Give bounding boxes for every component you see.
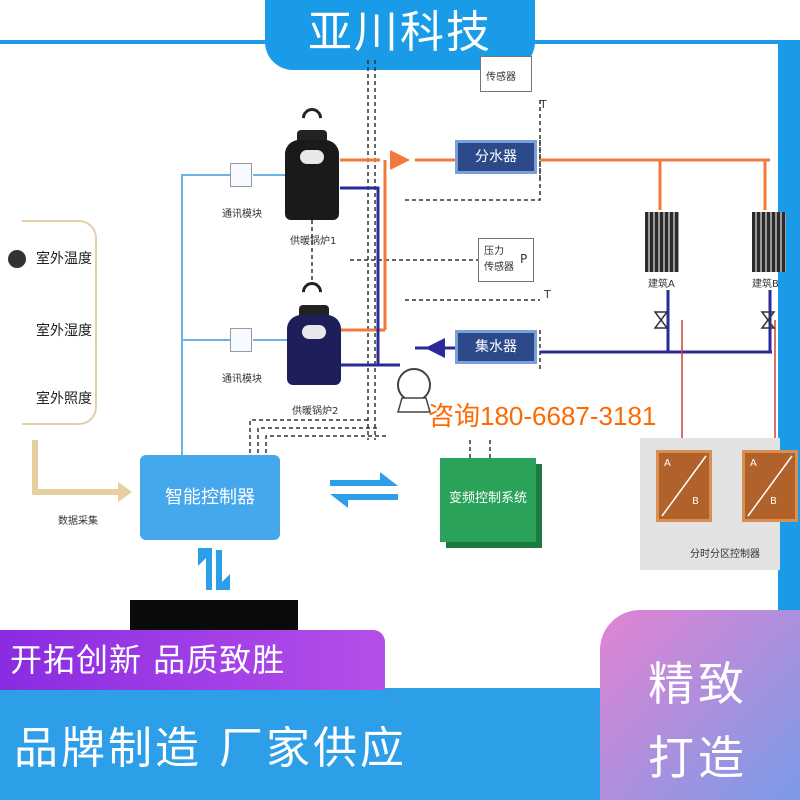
supply-manifold: 分水器 [455,140,537,174]
pump [397,368,431,402]
supply-pipes [340,158,770,332]
zone-controller-box [742,450,798,522]
return-arrow [425,338,445,358]
badge-line-2: 打造 [648,731,748,785]
sensor-icon [8,250,26,268]
slogan-banner-top: 开拓创新 品质致胜 [0,630,385,690]
t-symbol: T [544,288,551,301]
smart-controller: 智能控制器 [140,455,280,540]
top-frame-right [535,40,800,44]
pressure-sensor-top [480,56,532,92]
contact-phone: 咨询180-6687-3181 [428,401,657,431]
comm-module-label-2: 通讯模块 [222,374,262,385]
top-frame-left [0,40,265,44]
p-symbol: P [520,252,528,266]
outdoor-illuminance-label: 室外照度 [36,391,92,407]
zone-controller-label: 分时分区控制器 [690,549,760,560]
badge-line-1: 精致 [648,657,748,711]
data-collect-label: 数据采集 [58,516,98,527]
exchange-arrows [330,472,398,508]
building-b-label: 建筑B [752,279,779,290]
boiler-1-label: 供暖锅炉1 [290,236,337,247]
comm-module-icon [230,163,252,187]
control-dashes [249,60,541,460]
data-collect-path [32,440,120,495]
pressure-sensor-mid [478,238,534,282]
outdoor-humidity-label: 室外湿度 [36,323,92,339]
t-symbol: T [540,98,547,111]
supply-arrow [390,150,410,170]
comm-lines [181,174,288,455]
quality-badge [600,610,800,800]
building-a-icon [645,212,679,272]
return-manifold: 集水器 [455,330,537,364]
updown-arrows [198,548,230,590]
vfd-control-system: 变频控制系统 [440,458,536,542]
building-a-label: 建筑A [648,279,675,290]
comm-module-icon [230,328,252,352]
outdoor-sensor-box [22,220,97,425]
slogan-banner-bottom: 品牌制造 厂家供应 [14,723,407,774]
return-pipes [340,186,772,367]
comm-line-top [181,174,230,455]
building-b-icon [752,212,786,272]
boiler-2-label: 供暖锅炉2 [292,406,339,417]
outdoor-temp-label: 室外温度 [36,251,92,267]
comm-module-label-1: 通讯模块 [222,209,262,220]
valves [653,311,776,329]
